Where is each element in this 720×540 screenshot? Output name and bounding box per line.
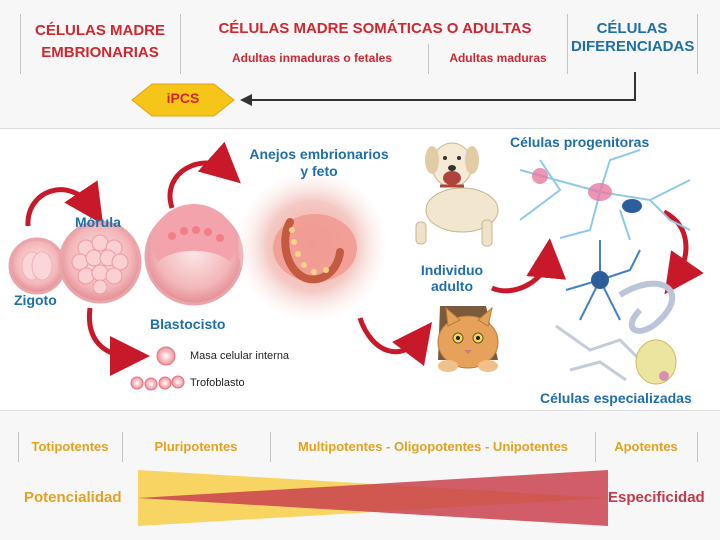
somatic-stem-cells-heading: CÉLULAS MADRE SOMÁTICAS O ADULTAS <box>218 20 532 37</box>
life-cycle-illustration <box>8 141 704 391</box>
header-divider <box>20 14 21 74</box>
embryonic-stem-cells-heading: CÉLULAS MADRE EMBRIONARIAS <box>35 22 165 61</box>
arrow-fetus-adult <box>357 317 433 367</box>
especificidad-label: Especificidad <box>608 489 705 506</box>
potency-specificity-wedges <box>138 470 608 526</box>
ipcs-return-arrow <box>240 72 636 106</box>
header-divider <box>180 14 181 74</box>
immature-adult-label: Adultas inmaduras o fetales <box>231 51 393 65</box>
progenitoras-label: Células progenitoras <box>510 134 650 150</box>
apotentes-label: Apotentes <box>614 439 678 454</box>
anejos-label: Anejos embrionarios y feto <box>249 146 389 179</box>
trofoblasto-label: Trofoblasto <box>190 377 245 389</box>
footer-divider <box>122 432 123 462</box>
divider-bottom <box>0 410 720 411</box>
header-divider <box>428 44 429 74</box>
header-divider <box>567 14 568 74</box>
masa-celular-label: Masa celular interna <box>190 350 290 362</box>
mature-adult-label: Adultas maduras <box>449 51 547 65</box>
header-divider <box>697 14 698 74</box>
zigoto-label: Zigoto <box>14 292 57 308</box>
footer-divider <box>18 432 19 462</box>
ipcs-label: iPCS <box>166 90 200 106</box>
ipcs-diamond <box>131 83 235 117</box>
arrow-blasto-fetus <box>167 141 241 209</box>
morula-label: Mórula <box>75 214 121 230</box>
arrow-morula-masa <box>86 307 150 376</box>
blastocisto-label: Blastocisto <box>150 316 226 332</box>
potencialidad-label: Potencialidad <box>24 489 122 506</box>
especializadas-label: Células especializadas <box>540 390 692 406</box>
multipotentes-label: Multipotentes - Oligopotentes - Unipoten… <box>297 439 569 454</box>
differentiated-cells-heading: CÉLULAS DIFERENCIADAS <box>571 20 695 55</box>
footer-divider <box>270 432 271 462</box>
footer-divider <box>595 432 596 462</box>
arrow-adult-progenitor <box>490 238 567 294</box>
divider-top <box>0 128 720 129</box>
header-band <box>0 0 720 128</box>
arrow-zigoto-morula <box>25 180 104 227</box>
footer-divider <box>697 432 698 462</box>
individuo-label: Individuo adulto <box>420 262 484 294</box>
arrow-progenitor-specialized <box>662 209 704 295</box>
totipotentes-label: Totipotentes <box>31 439 109 454</box>
pluripotentes-label: Pluripotentes <box>154 439 238 454</box>
